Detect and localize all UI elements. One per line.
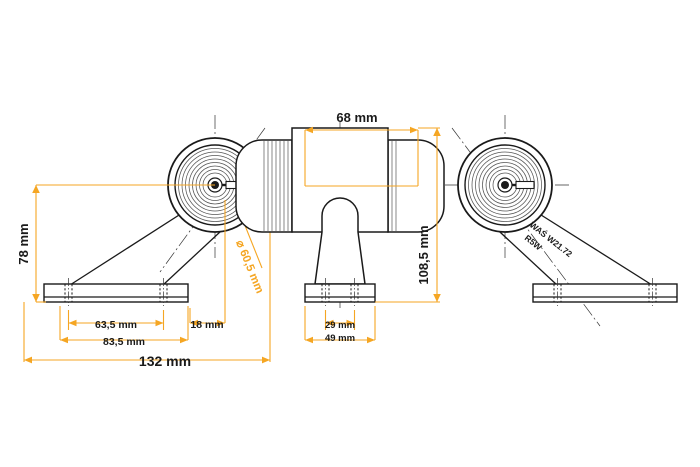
right-lamp-lens xyxy=(457,137,553,233)
brand-marking: WAŚ W21.72 R5W xyxy=(523,219,575,259)
dimension-18mm: 18 mm xyxy=(190,319,223,331)
front-base-plate xyxy=(304,278,376,306)
left-base-plate xyxy=(43,278,189,306)
left-dimension-arrows xyxy=(24,185,270,364)
dimension-132mm: 132 mm xyxy=(139,353,191,369)
front-dimension-arrows xyxy=(305,126,441,344)
dimension-lens-diameter: ⌀ 60,5 mm xyxy=(233,239,265,296)
dimension-78mm: 78 mm xyxy=(16,223,31,264)
dimension-68mm: 68 mm xyxy=(336,110,377,125)
right-base-plate xyxy=(532,278,678,306)
dimension-83-5mm: 83,5 mm xyxy=(103,336,145,348)
front-lens-ribs xyxy=(263,140,397,232)
dimension-63-5mm: 63,5 mm xyxy=(95,319,137,331)
front-view: 68 mm 108,5 mm 29 mm 49 mm xyxy=(235,110,445,344)
front-dimension-lines xyxy=(304,127,440,341)
dimension-108-5mm: 108,5 mm xyxy=(416,225,431,284)
front-lamp-stem xyxy=(314,197,366,285)
right-view: WAŚ W21.72 R5W xyxy=(445,115,678,327)
dimension-49mm: 49 mm xyxy=(325,333,355,344)
dimension-29mm: 29 mm xyxy=(325,320,355,331)
